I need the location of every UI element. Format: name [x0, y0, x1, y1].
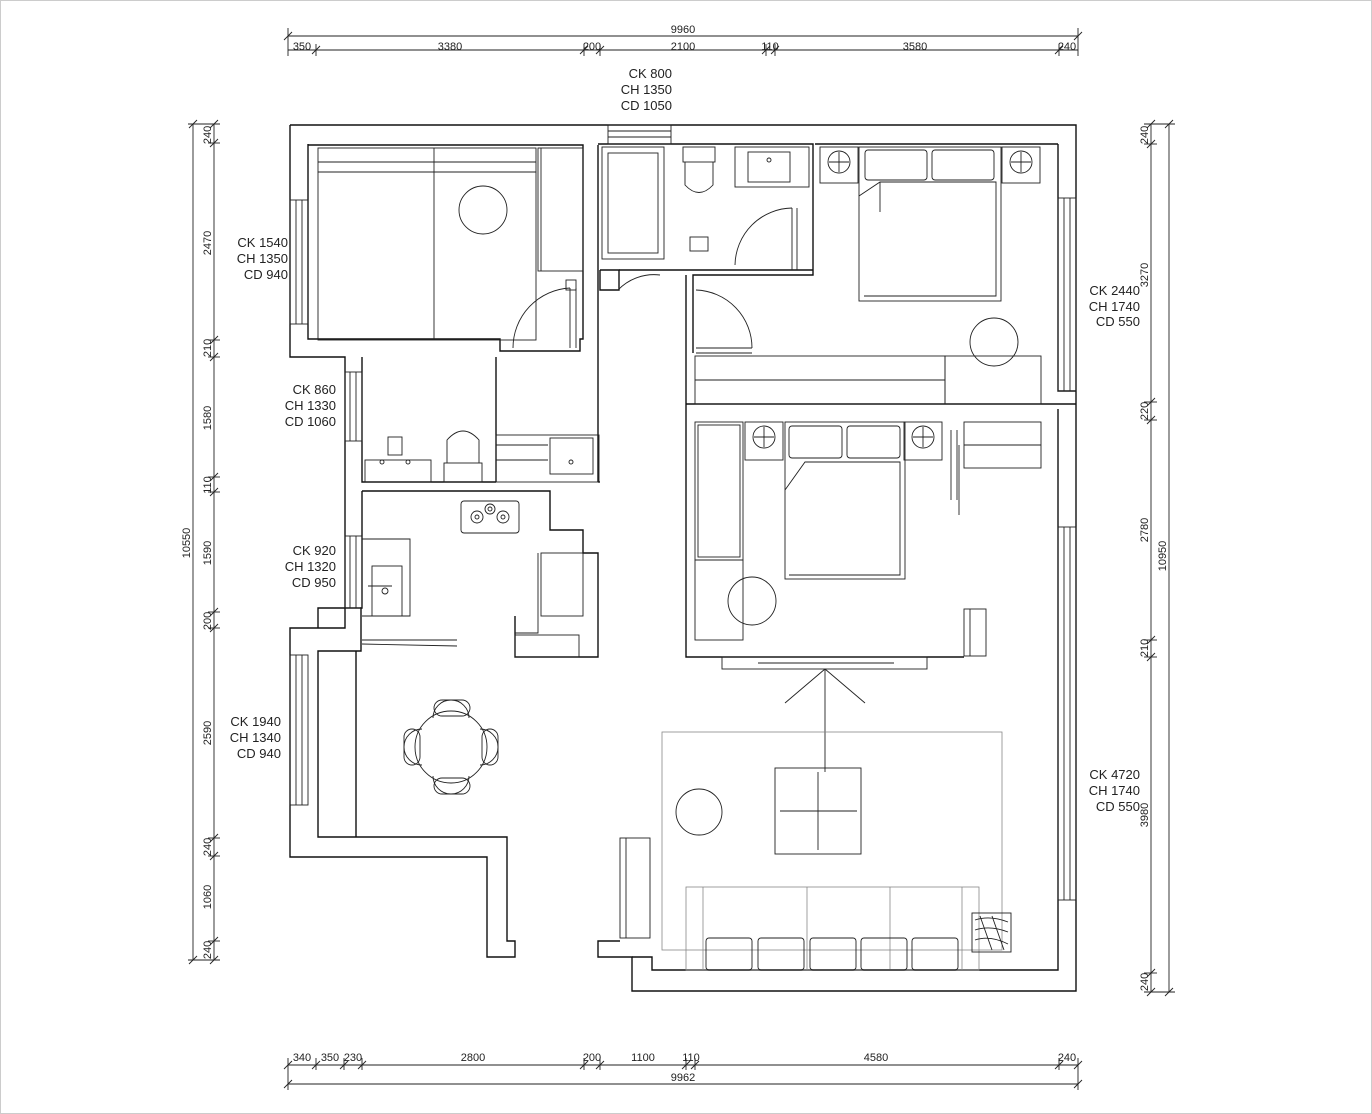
bottom-dim-5: 200 [583, 1052, 601, 1064]
dining-set [403, 699, 499, 795]
window-annotation-top: CK 800 CH 1350 CD 1050 [621, 66, 672, 113]
top-dimension-chain: 9960 350 3380 200 2100 110 3580 240 [283, 24, 1083, 56]
window-top [607, 124, 672, 145]
window-label-ch: CH 1740 [1089, 299, 1140, 314]
bedroom-1-furniture [317, 147, 584, 349]
top-dim-2: 3380 [438, 41, 462, 53]
window-label-ch: CH 1330 [285, 398, 336, 413]
window-bedroom-left [289, 199, 309, 325]
left-dim-9: 240 [202, 838, 214, 856]
left-total-dim: 10550 [181, 528, 193, 559]
bottom-dim-9: 240 [1058, 1052, 1076, 1064]
bottom-dim-2: 350 [321, 1052, 339, 1064]
bottom-dimension-chain: 340 350 230 2800 200 1100 110 4580 240 9… [283, 1052, 1083, 1090]
left-dim-5: 110 [202, 476, 214, 494]
window-label-cd: CD 940 [244, 267, 288, 282]
window-kitchen-left [344, 535, 363, 609]
window-annotation-master-right: CK 2440 CH 1740 CD 550 [1089, 283, 1140, 329]
window-dining-left [289, 654, 309, 806]
top-dim-3: 200 [583, 41, 601, 53]
window-label-ck: CK 4720 [1089, 767, 1140, 782]
right-dim-2: 3270 [1139, 263, 1151, 287]
windows [289, 124, 1077, 901]
window-annotation-bedroom-left: CK 1540 CH 1350 CD 940 [237, 235, 288, 282]
top-total-dim: 9960 [671, 24, 695, 36]
window-label-ck: CK 1940 [230, 714, 281, 729]
right-total-dim: 10950 [1157, 541, 1169, 572]
bottom-dim-4: 2800 [461, 1052, 485, 1064]
window-label-cd: CD 1050 [621, 98, 672, 113]
window-master-right [1057, 197, 1077, 392]
bottom-dim-3: 230 [344, 1052, 362, 1064]
window-label-ck: CK 920 [293, 543, 336, 558]
right-dim-3: 220 [1139, 402, 1151, 420]
bedroom-2-furniture [694, 421, 1042, 657]
window-label-ck: CK 2440 [1089, 283, 1140, 298]
window-annotation-bathroom-left: CK 860 CH 1330 CD 1060 [285, 382, 336, 429]
left-dim-2: 2470 [202, 231, 214, 255]
window-bathroom-left [344, 371, 363, 442]
top-dim-7: 240 [1058, 41, 1076, 53]
window-label-cd: CD 950 [292, 575, 336, 590]
left-dim-6: 1590 [202, 541, 214, 565]
left-dim-11: 240 [202, 941, 214, 959]
bottom-total-dim: 9962 [671, 1072, 695, 1084]
window-label-ck: CK 1540 [237, 235, 288, 250]
window-label-cd: CD 1060 [285, 414, 336, 429]
left-dim-7: 200 [202, 612, 214, 630]
bathroom-top-fixtures [601, 146, 810, 354]
master-bedroom-furniture [694, 146, 1042, 405]
window-label-ck: CK 800 [629, 66, 672, 81]
window-label-ch: CH 1320 [285, 559, 336, 574]
top-dim-1: 350 [293, 41, 311, 53]
kitchen-fixtures [361, 500, 584, 658]
right-dim-4: 2780 [1139, 518, 1151, 542]
window-label-ch: CH 1740 [1089, 783, 1140, 798]
top-dim-6: 3580 [903, 41, 927, 53]
right-dim-7: 240 [1139, 973, 1151, 991]
right-dim-5: 210 [1139, 639, 1151, 657]
window-label-cd: CD 940 [237, 746, 281, 761]
bottom-dim-1: 340 [293, 1052, 311, 1064]
window-annotation-dining: CK 1940 CH 1340 CD 940 [230, 714, 281, 761]
left-dim-1: 240 [202, 126, 214, 144]
right-dimension-chain: 240 3270 220 2780 210 3980 240 10950 [1139, 119, 1175, 997]
left-dimension-chain: 10550 240 2470 210 1580 110 1590 200 259… [181, 119, 220, 965]
window-annotation-living-right: CK 4720 CH 1740 CD 550 [1089, 767, 1140, 814]
window-label-cd: CD 550 [1096, 799, 1140, 814]
bathroom-left-fixtures [364, 430, 600, 483]
living-room-furniture [619, 656, 1012, 971]
top-dim-4: 2100 [671, 41, 695, 53]
left-dim-8: 2590 [202, 721, 214, 745]
right-dim-1: 240 [1139, 126, 1151, 144]
window-annotation-kitchen: CK 920 CH 1320 CD 950 [285, 543, 336, 590]
left-dim-10: 1060 [202, 885, 214, 909]
left-dim-3: 210 [202, 339, 214, 357]
left-dim-4: 1580 [202, 406, 214, 430]
window-label-ck: CK 860 [293, 382, 336, 397]
right-dim-6: 3980 [1139, 803, 1151, 827]
window-label-ch: CH 1340 [230, 730, 281, 745]
window-label-ch: CH 1350 [237, 251, 288, 266]
bottom-dim-7: 110 [682, 1052, 700, 1064]
bottom-dim-6: 1100 [631, 1052, 655, 1064]
window-label-ch: CH 1350 [621, 82, 672, 97]
window-label-cd: CD 550 [1096, 314, 1140, 329]
bottom-dim-8: 4580 [864, 1052, 888, 1064]
top-dim-5: 110 [761, 41, 779, 53]
window-living-right [1057, 526, 1077, 901]
